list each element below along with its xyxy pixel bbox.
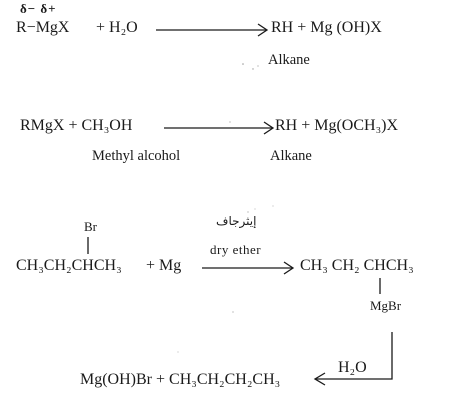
reaction1-reactant: R−MgX [16,19,70,36]
hydrolysis-arrow-icon [313,332,393,386]
reaction1-water: + H₂O [96,19,138,36]
reaction3-bond-up-icon [87,237,89,254]
reaction3-condition-english: dry ether [210,242,262,257]
reaction3-reagent: + Mg [146,257,182,274]
reaction2-arrow-icon [164,121,275,135]
reaction3-product-chain: CH₃ CH₂ CHCH₃ [300,257,414,274]
reaction1-product-label: Alkane [268,52,310,68]
reaction3-bromo-substituent: Br [84,219,97,234]
partial-charges: δ− δ+ [20,1,57,16]
reaction2-products: RH + Mg(OCH₃)X [275,117,399,134]
reaction3-arrow-icon [202,261,295,275]
reaction1-products: RH + Mg (OH)X [271,19,382,36]
final-products: Mg(OH)Br + CH₃CH₂CH₂CH₃ [80,371,281,388]
reaction3-condition-arabic: إيثرجاف [216,214,257,228]
reaction3-reactant-chain: CH₃CH₂CHCH₃ [16,257,122,274]
reaction2-product-label: Alkane [270,148,312,164]
reaction2-reactant-label: Methyl alcohol [92,148,181,164]
hydrolysis-reagent: H₂O [338,359,367,376]
reaction3-magnesium-bromide: MgBr [370,298,402,313]
reaction1-arrow-icon [156,23,269,37]
reaction2-reactant: RMgX + CH₃OH [20,117,133,134]
reaction3-bond-down-icon [379,278,381,294]
